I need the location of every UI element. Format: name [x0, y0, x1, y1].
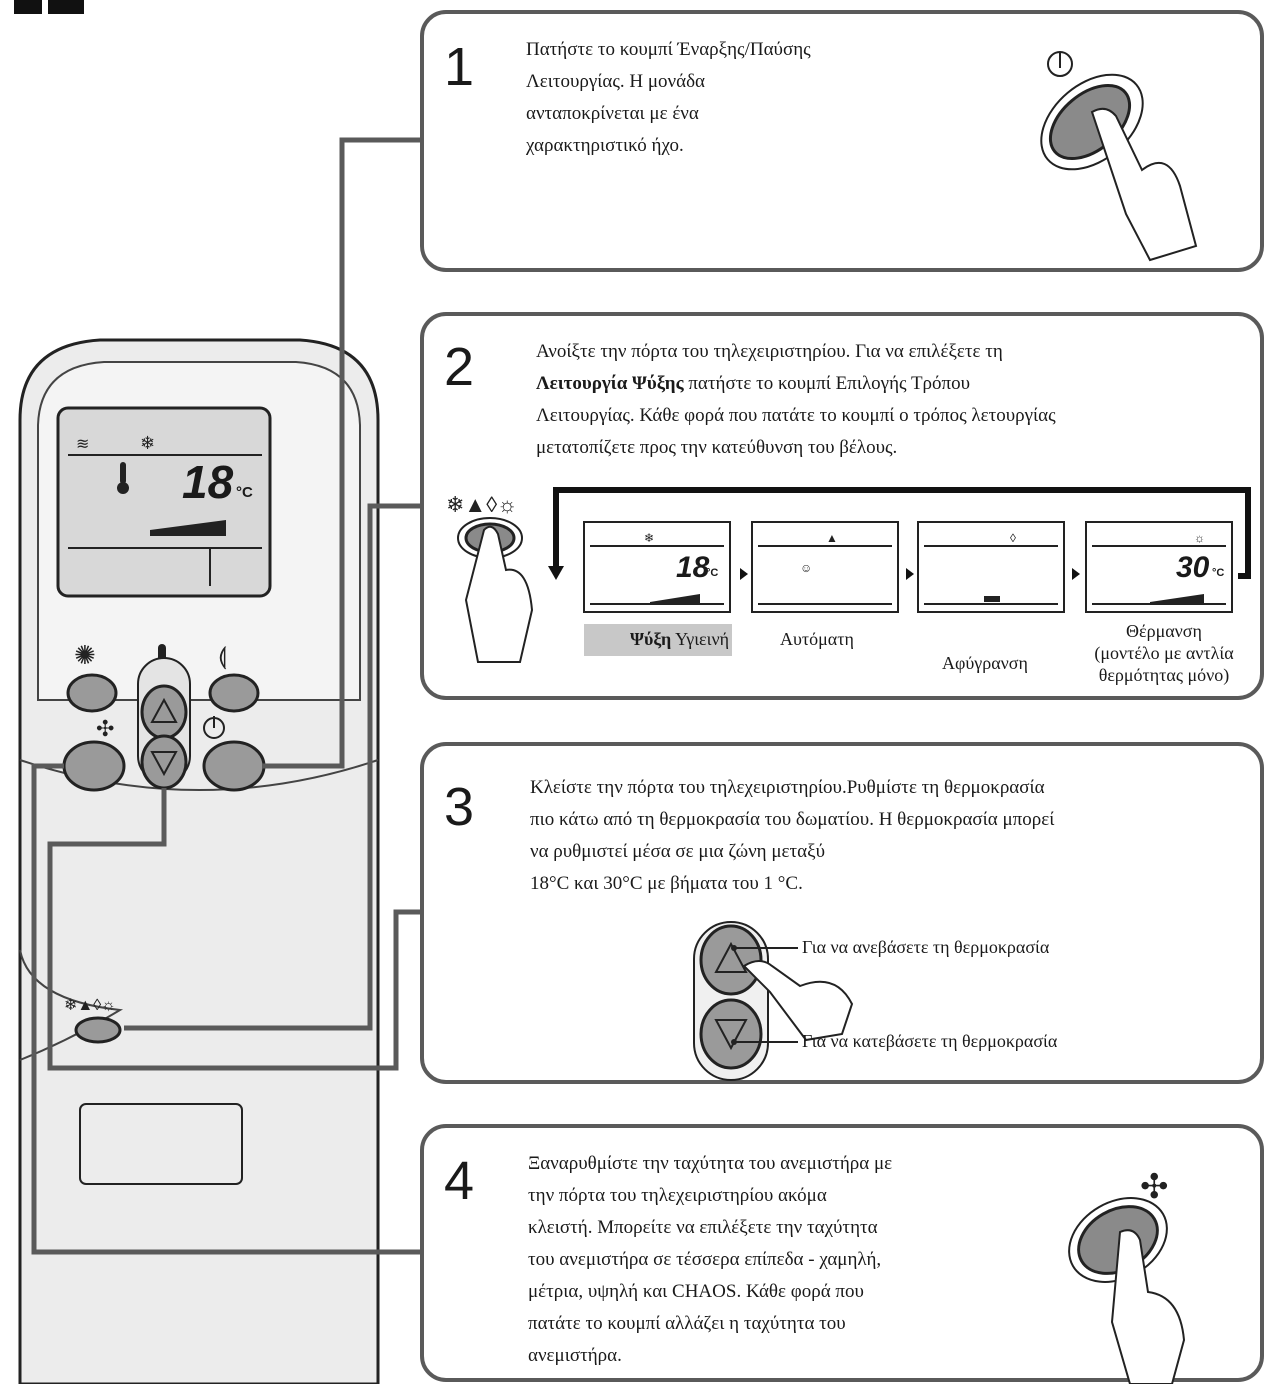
- fan-speed-button: [62, 740, 126, 792]
- step-4-text: Ξαναρυθμίστε την ταχύτητα του ανεμιστήρα…: [528, 1153, 893, 1366]
- mode-label-auto: Αυτόματη: [780, 629, 854, 649]
- mode-cycle-arrow: [553, 487, 1251, 579]
- mode-display-temperature: 30: [1176, 551, 1210, 584]
- remote-lcd: [56, 406, 272, 598]
- step-number: 2: [444, 337, 475, 397]
- mode-label-heating: Θέρμανση (μοντέλο με αντλία θερμότητας μ…: [1094, 621, 1234, 685]
- remote-lcd-temperature: 18: [182, 456, 234, 508]
- temp-up-button: [140, 684, 188, 740]
- step-1-text: Πατήστε το κουμπί Έναρξης/Παύσης Λειτουρ…: [526, 39, 811, 156]
- swing-icon: ✺: [74, 641, 96, 670]
- sleep-icon: ⟬: [218, 644, 227, 670]
- mode-icons-small: ❄▲◊☼: [64, 997, 116, 1014]
- temp-up-label: Για να ανεβάσετε τη θερμοκρασία: [802, 937, 1050, 957]
- mode-button-illustration: ❄▲◊☼: [446, 492, 534, 663]
- step-3-text: Κλείστε την πόρτα του τηλεχειριστηρίου.Ρ…: [530, 777, 1055, 894]
- temp-buttons-illustration: [693, 921, 854, 1081]
- corner-mark: [14, 0, 84, 14]
- fan-icon: ✣: [96, 716, 114, 741]
- svg-text:☼: ☼: [1194, 531, 1205, 545]
- step-2-text: Ανοίξτε την πόρτα του τηλεχειριστηρίου. …: [536, 341, 1056, 458]
- svg-text:❄▲◊☼: ❄▲◊☼: [446, 492, 517, 517]
- mode-label-cooling: Ψύξη Υγιεινή: [630, 629, 729, 649]
- snowflake-icon: ❄: [140, 433, 155, 453]
- power-button: [202, 740, 266, 792]
- svg-text:▲: ▲: [826, 531, 838, 545]
- mode-display-temperature: 18: [676, 551, 710, 584]
- swing-button: [66, 673, 118, 713]
- fan-speed-bars: [150, 520, 226, 536]
- connector-lines: [31, 137, 422, 1255]
- temp-down-label: Για να κατεβάσετε τη θερμοκρασία: [802, 1031, 1058, 1051]
- svg-text:❄: ❄: [644, 531, 654, 545]
- mode-display-unit: °C: [1212, 567, 1225, 579]
- sleep-button: [208, 673, 260, 713]
- svg-text:≋: ≋: [76, 436, 89, 453]
- mode-displays: ❄ ▲ ☺ ◊ ☼: [583, 521, 1233, 613]
- power-button-illustration: [1040, 51, 1198, 262]
- remote-control: ≋ ❄ ✺ ⟬ ✣ ❄▲◊☼: [18, 338, 380, 1384]
- mode-label-dehumidify: Αφύγρανση: [942, 653, 1028, 673]
- temp-down-button: [140, 734, 188, 790]
- step-number: 3: [444, 777, 475, 837]
- fan-button-illustration: ✣: [1068, 1169, 1186, 1384]
- step-number: 4: [444, 1151, 475, 1211]
- svg-text:◊: ◊: [1010, 531, 1016, 545]
- cooling-highlight: [584, 624, 732, 656]
- mode-button-small: [74, 1016, 122, 1044]
- step-number: 1: [444, 37, 475, 97]
- svg-text:☺: ☺: [800, 561, 812, 575]
- thermometer-icon: [120, 462, 126, 484]
- remote-lcd-unit: °C: [236, 484, 253, 501]
- mode-display-unit: °C: [706, 567, 719, 579]
